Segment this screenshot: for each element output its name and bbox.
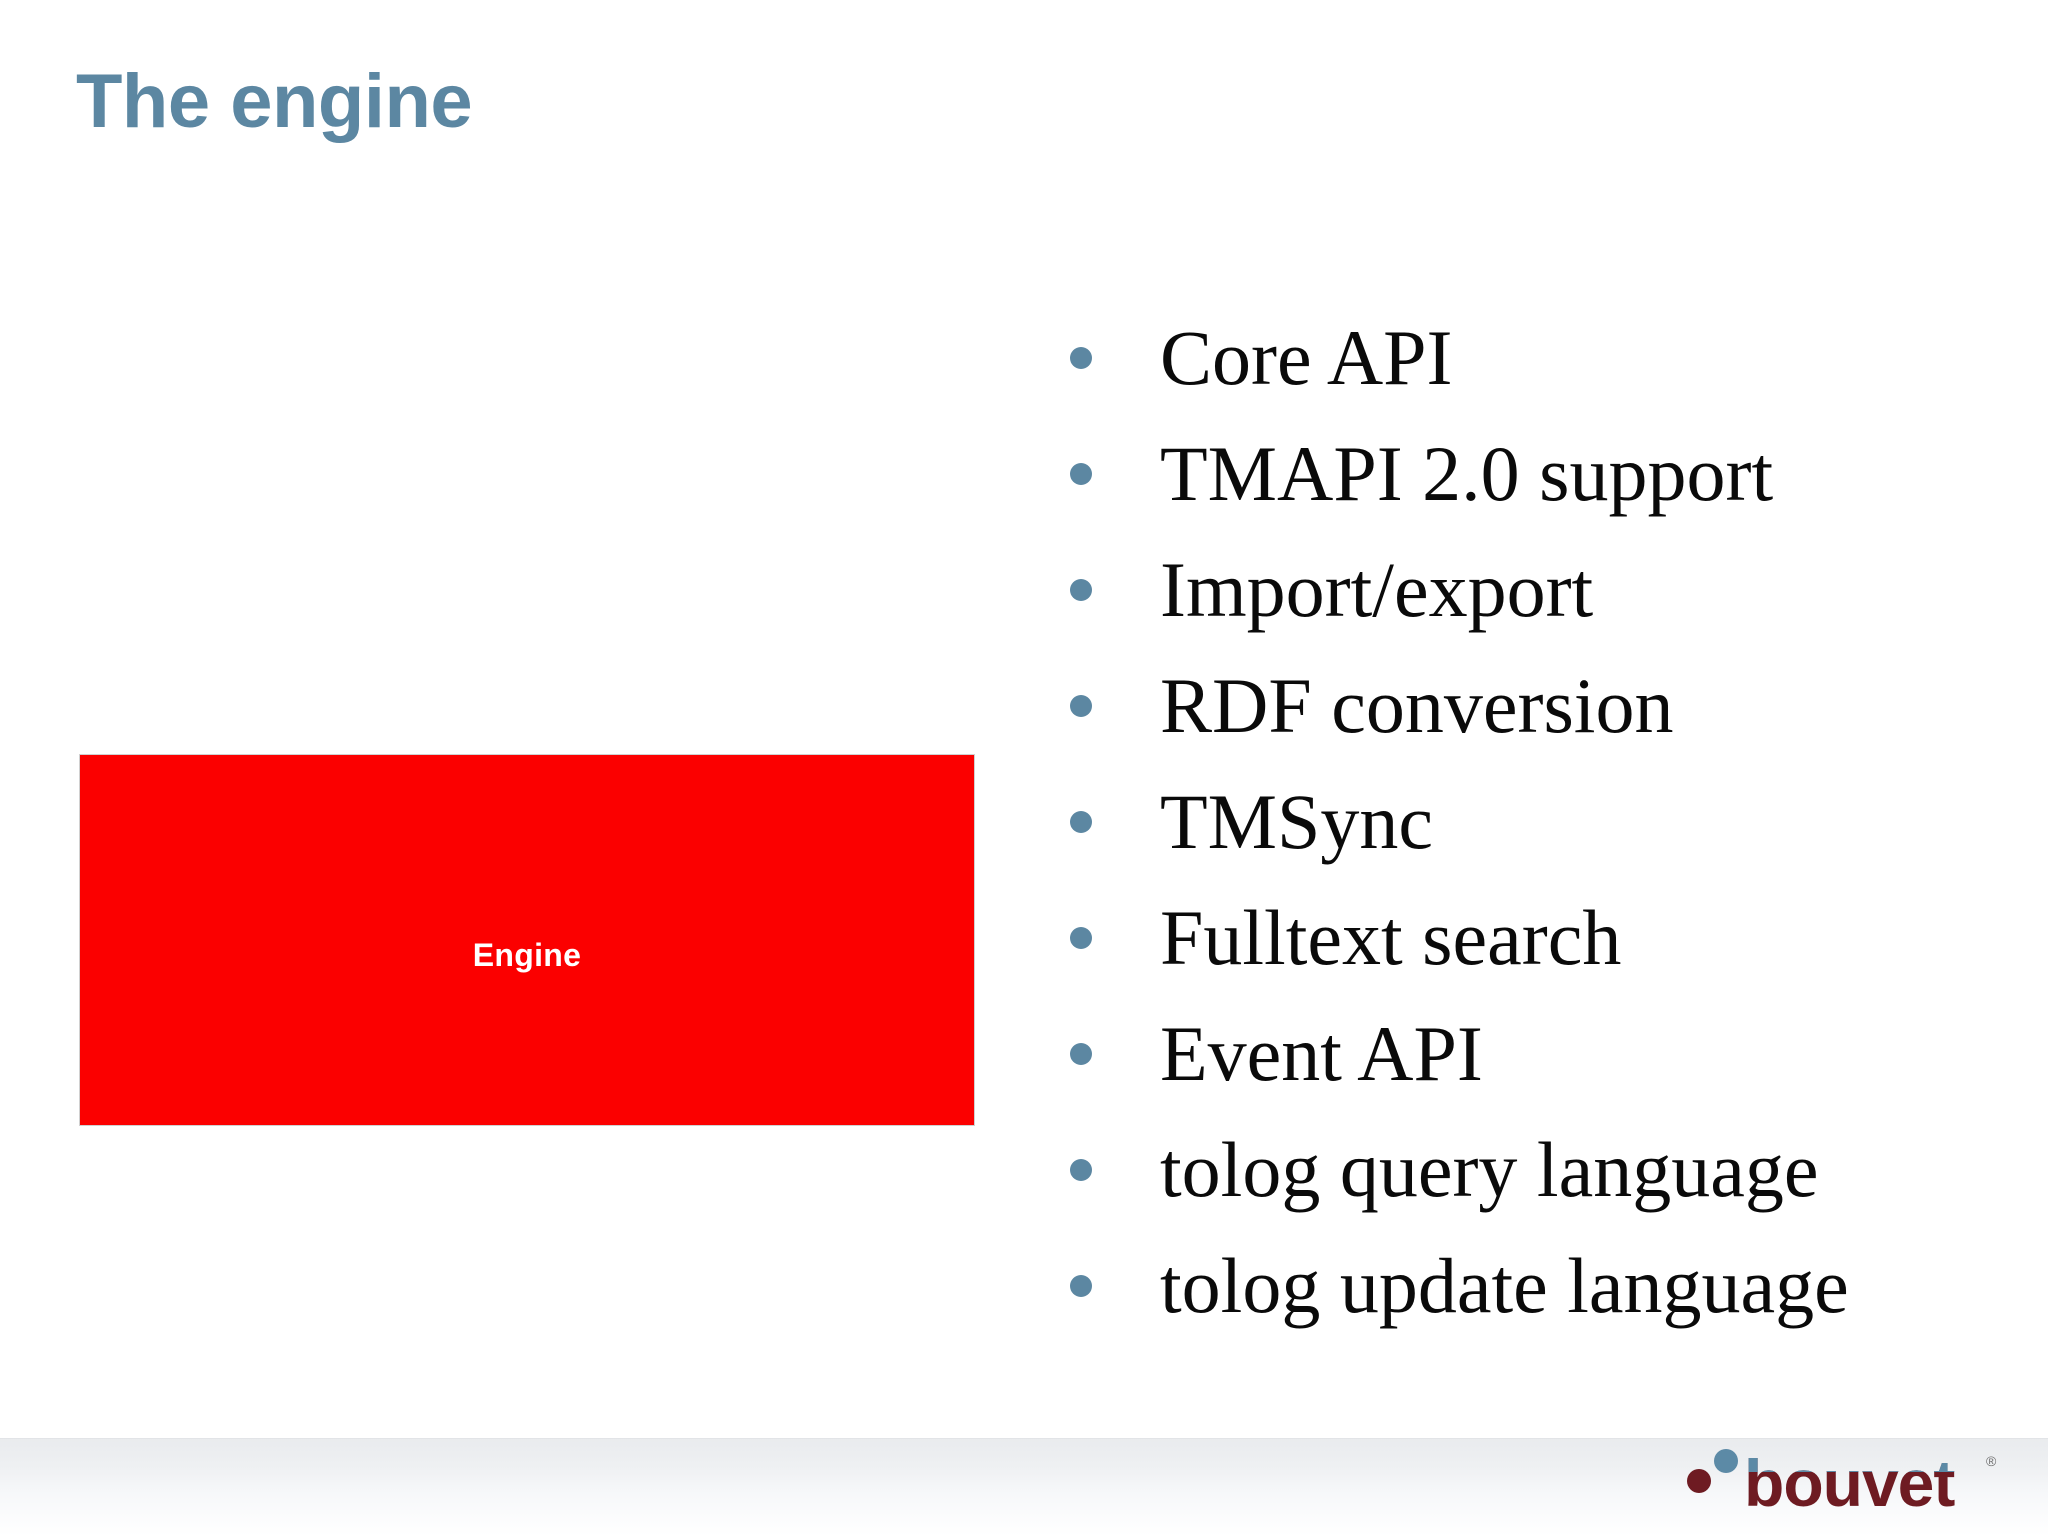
list-item-label: TMAPI 2.0 support	[1160, 430, 1774, 517]
bullet-icon	[1070, 1043, 1092, 1065]
feature-list: Core API TMAPI 2.0 support Import/export…	[1062, 300, 2022, 1344]
bullet-icon	[1070, 579, 1092, 601]
list-item-label: RDF conversion	[1160, 662, 1674, 749]
logo-dot-blue-icon	[1714, 1449, 1738, 1473]
engine-block-label: Engine	[472, 937, 582, 973]
bullet-icon	[1070, 811, 1092, 833]
list-item: TMSync	[1062, 764, 2022, 880]
bouvet-logo: bouvet bouvet ®	[1686, 1434, 2016, 1518]
bullet-icon	[1070, 1159, 1092, 1181]
logo-wordmark-bottom: bouvet	[1744, 1446, 1955, 1518]
list-item-label: Fulltext search	[1160, 894, 1622, 981]
list-item: tolog query language	[1062, 1112, 2022, 1228]
list-item: RDF conversion	[1062, 648, 2022, 764]
registered-mark-icon: ®	[1986, 1453, 1997, 1469]
page-title: The engine	[76, 59, 473, 144]
list-item: Core API	[1062, 300, 2022, 416]
footer-divider	[0, 1438, 2048, 1439]
list-item-label: tolog update language	[1160, 1242, 1849, 1329]
list-item: Event API	[1062, 996, 2022, 1112]
bullet-icon	[1070, 1275, 1092, 1297]
list-item: tolog update language	[1062, 1228, 2022, 1344]
bullet-icon	[1070, 463, 1092, 485]
bullet-icon	[1070, 347, 1092, 369]
logo-dot-maroon-icon	[1687, 1469, 1711, 1493]
list-item-label: TMSync	[1160, 778, 1433, 865]
list-item-label: tolog query language	[1160, 1126, 1819, 1213]
bullet-icon	[1070, 695, 1092, 717]
list-item-label: Core API	[1160, 314, 1453, 401]
list-item-label: Event API	[1160, 1010, 1483, 1097]
engine-diagram: Engine	[0, 150, 1020, 1420]
list-item: Fulltext search	[1062, 880, 2022, 996]
list-item-label: Import/export	[1160, 546, 1594, 633]
list-item: TMAPI 2.0 support	[1062, 416, 2022, 532]
list-item: Import/export	[1062, 532, 2022, 648]
logo-wordmark-top: bouvet	[1744, 1446, 1955, 1518]
bouvet-logo-icon: bouvet bouvet ®	[1687, 1446, 1997, 1518]
engine-block: Engine	[80, 755, 974, 1125]
bullet-icon	[1070, 927, 1092, 949]
